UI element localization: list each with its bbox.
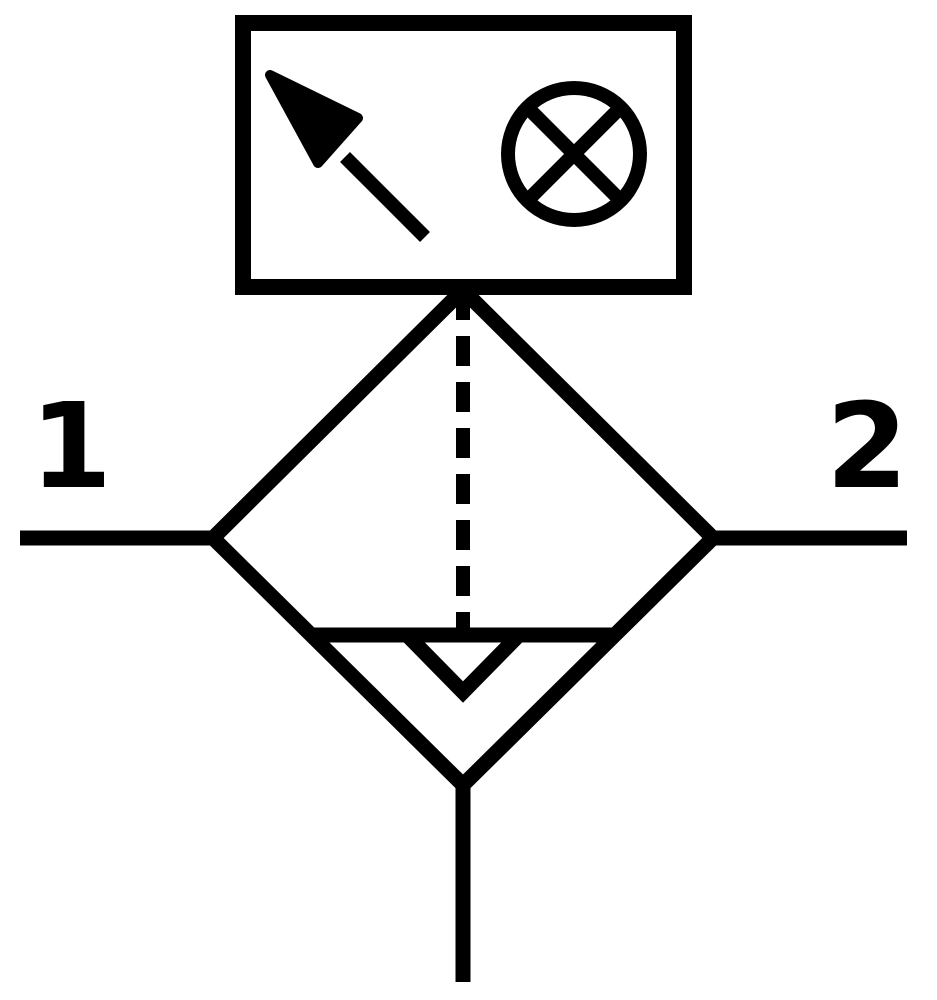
drain-valve-mark: [401, 629, 525, 703]
adjustment-arrow-icon: [265, 70, 430, 242]
port-1-label: 1: [30, 377, 112, 515]
lamp-cross-icon: [501, 81, 647, 227]
port-2-label: 2: [826, 377, 908, 515]
